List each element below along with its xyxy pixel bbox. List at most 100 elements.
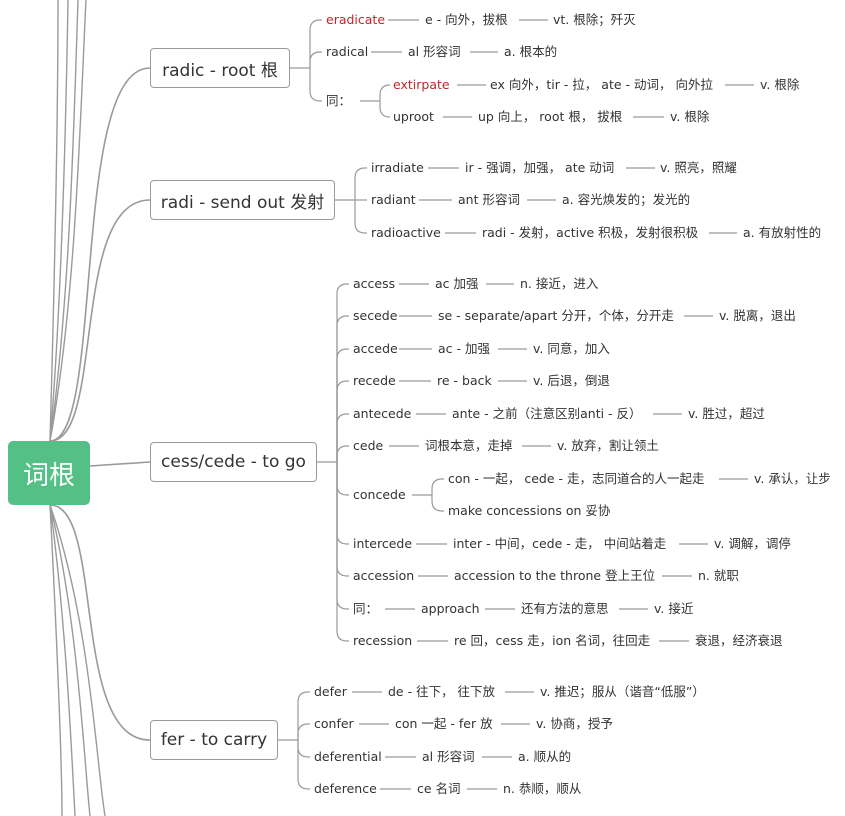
root-node[interactable]: 词根 xyxy=(8,441,90,505)
word-deferential[interactable]: deferential xyxy=(314,749,382,764)
note[interactable]: inter - 中间，cede - 走， 中间站着走 xyxy=(453,536,667,551)
meaning[interactable]: vt. 根除；歼灭 xyxy=(553,12,636,27)
word-accession[interactable]: accession xyxy=(353,568,415,583)
note[interactable]: ac 加强 xyxy=(435,276,479,291)
branch-connector xyxy=(309,68,322,102)
branch-radic[interactable]: radic - root 根 xyxy=(150,48,290,88)
meaning[interactable]: a. 顺从的 xyxy=(518,749,572,764)
root-branch-line xyxy=(49,0,59,442)
meaning[interactable]: v. 后退，倒退 xyxy=(533,373,610,388)
word-accede[interactable]: accede xyxy=(353,341,398,356)
meaning[interactable]: v. 协商，授予 xyxy=(536,716,613,731)
note[interactable]: con 一起 - fer 放 xyxy=(395,716,493,731)
branch-connector xyxy=(297,740,310,790)
branch-connector xyxy=(336,462,349,577)
branch-connector xyxy=(431,495,444,512)
word-intercede[interactable]: intercede xyxy=(353,536,413,551)
meaning[interactable]: 衰退，经济衰退 xyxy=(695,633,783,648)
meaning[interactable]: n. 就职 xyxy=(698,568,739,583)
branch-connector xyxy=(309,51,322,68)
word-antecede[interactable]: antecede xyxy=(353,406,412,421)
branch-connector xyxy=(336,283,349,462)
note[interactable]: con - 一起， cede - 走，志同道合的人一起走 xyxy=(448,471,705,486)
note[interactable]: up 向上， root 根， 拔根 xyxy=(478,109,623,124)
note[interactable]: ant 形容词 xyxy=(458,192,520,207)
meaning[interactable]: a. 有放射性的 xyxy=(743,225,822,240)
word-access[interactable]: access xyxy=(353,276,396,291)
note[interactable]: ante - 之前（注意区别anti - 反） xyxy=(452,406,642,421)
meaning[interactable]: v. 根除 xyxy=(670,109,710,124)
word-uproot[interactable]: uproot xyxy=(393,109,434,124)
meaning[interactable]: v. 调解，调停 xyxy=(714,536,791,551)
note[interactable]: 还有方法的意思 xyxy=(521,601,609,616)
note[interactable]: radi - 发射，active 积极，发射很积极 xyxy=(482,225,699,240)
root-branch-line xyxy=(49,504,76,816)
note[interactable]: al 形容词 xyxy=(408,44,461,59)
branch-connector xyxy=(336,462,349,545)
branch-connector xyxy=(336,462,349,496)
root-branch-line xyxy=(49,67,151,442)
branch-connector xyxy=(336,380,349,462)
word-radiant[interactable]: radiant xyxy=(371,192,416,207)
root-branch-line xyxy=(49,504,91,816)
branch-connector xyxy=(297,740,310,758)
root-branch-line xyxy=(49,0,69,442)
root-branch-line xyxy=(49,0,79,442)
note[interactable]: e - 向外，拔根 xyxy=(425,12,508,27)
word-recede[interactable]: recede xyxy=(353,373,396,388)
meaning[interactable]: v. 胜过，超过 xyxy=(688,406,765,421)
meaning[interactable]: v. 同意，加入 xyxy=(533,341,610,356)
branch-fer[interactable]: fer - to carry xyxy=(150,720,278,760)
note[interactable]: ex 向外，tir - 拉， ate - 动词， 向外拉 xyxy=(490,77,713,92)
branch-connector xyxy=(336,348,349,462)
meaning[interactable]: n. 接近，进入 xyxy=(520,276,599,291)
branch-connector xyxy=(354,167,367,200)
synonym-label[interactable]: 同： xyxy=(353,601,379,616)
word-secede[interactable]: secede xyxy=(353,308,398,323)
word-radical[interactable]: radical xyxy=(326,44,369,59)
note[interactable]: al 形容词 xyxy=(422,749,475,764)
note[interactable]: ir - 强调，加强， ate 动词 xyxy=(465,160,615,175)
meaning[interactable]: v. 接近 xyxy=(654,601,694,616)
meaning[interactable]: v. 根除 xyxy=(760,77,800,92)
meaning[interactable]: v. 脱离，退出 xyxy=(719,308,796,323)
branch-connector xyxy=(336,462,349,610)
branch-cess-cede[interactable]: cess/cede - to go xyxy=(150,442,317,482)
word-radioactive[interactable]: radioactive xyxy=(371,225,441,240)
word-deference[interactable]: deference xyxy=(314,781,377,796)
note[interactable]: se - separate/apart 分开，个体，分开走 xyxy=(438,308,674,323)
meaning[interactable]: v. 推迟；服从（谐音“低服”） xyxy=(540,684,705,699)
note[interactable]: ce 名词 xyxy=(417,781,461,796)
branch-connector xyxy=(354,200,367,234)
note[interactable]: de - 往下， 往下放 xyxy=(388,684,496,699)
word-recession[interactable]: recession xyxy=(353,633,413,648)
note[interactable]: make concessions on 妥协 xyxy=(448,503,611,518)
word-concede[interactable]: concede xyxy=(353,487,406,502)
meaning[interactable]: v. 放弃，割让领土 xyxy=(557,438,659,453)
branch-radi[interactable]: radi - send out 发射 xyxy=(150,180,335,220)
synonym-label[interactable]: 同： xyxy=(326,93,352,108)
branch-connector xyxy=(336,462,349,642)
word-irradiate[interactable]: irradiate xyxy=(371,160,424,175)
meaning[interactable]: n. 恭顺，顺从 xyxy=(503,781,582,796)
note[interactable]: ac - 加强 xyxy=(438,341,490,356)
meaning[interactable]: a. 根本的 xyxy=(504,44,558,59)
word-cede[interactable]: cede xyxy=(353,438,384,453)
note[interactable]: re - back xyxy=(437,373,492,388)
branch-connector xyxy=(336,315,349,462)
note[interactable]: accession to the throne 登上王位 xyxy=(454,568,656,583)
meaning[interactable]: v. 照亮，照耀 xyxy=(660,160,737,175)
note[interactable]: 词根本意，走掉 xyxy=(425,438,513,453)
word-confer[interactable]: confer xyxy=(314,716,354,731)
word-extirpate[interactable]: extirpate xyxy=(393,77,450,92)
branch-connector xyxy=(379,84,391,101)
branch-connector xyxy=(309,19,322,68)
meaning[interactable]: v. 承认，让步 xyxy=(754,471,831,486)
word-approach[interactable]: approach xyxy=(421,601,480,616)
word-eradicate[interactable]: eradicate xyxy=(326,12,386,27)
note[interactable]: re 回，cess 走，ion 名词，往回走 xyxy=(454,633,651,648)
root-branch-line xyxy=(49,199,151,442)
word-defer[interactable]: defer xyxy=(314,684,347,699)
meaning[interactable]: a. 容光焕发的；发光的 xyxy=(562,192,691,207)
